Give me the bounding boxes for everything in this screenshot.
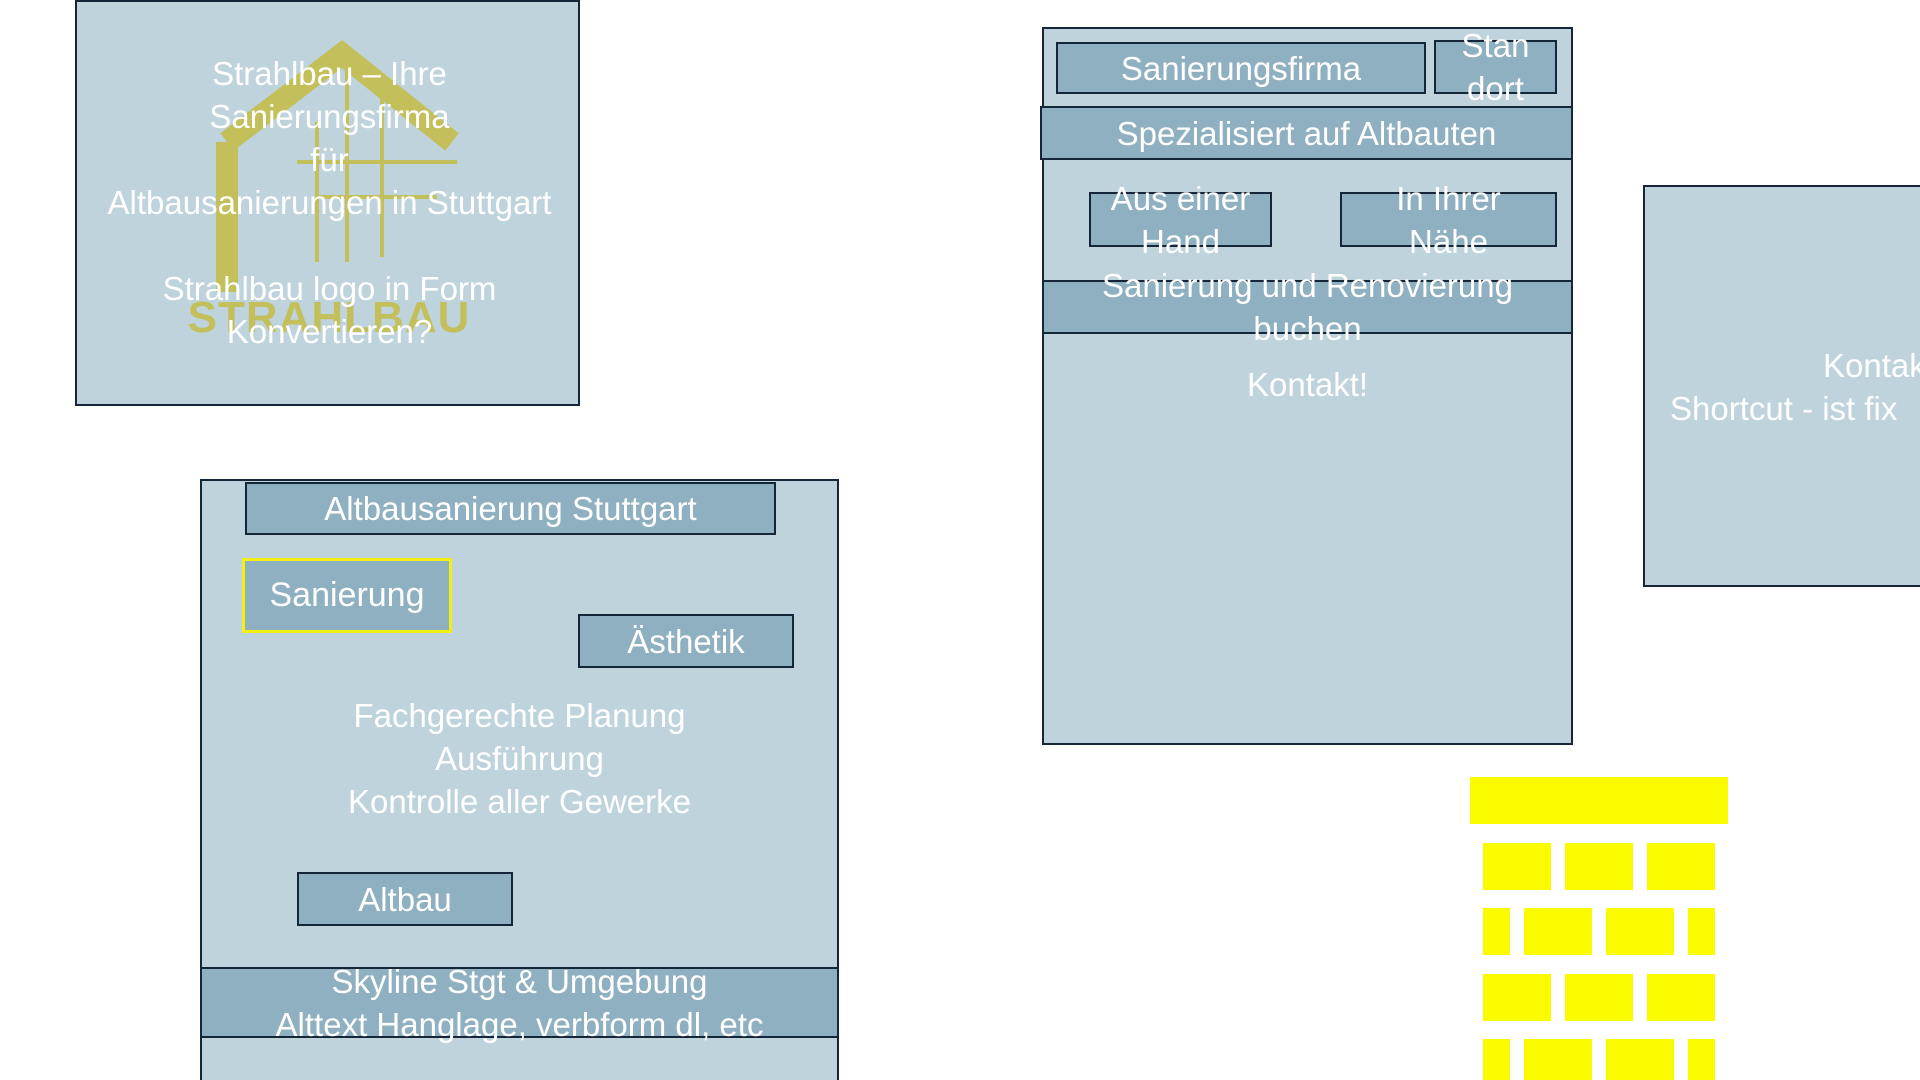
spezialisiert-band: Spezialisiert auf Altbauten <box>1040 106 1573 160</box>
sanierung-button[interactable]: Sanierung <box>242 558 452 633</box>
strahlbau-logo: STRAHLBAU <box>188 40 471 342</box>
altbau-button[interactable]: Altbau <box>297 872 513 926</box>
skyline-line: Skyline Stgt & Umgebung <box>331 962 708 1000</box>
house-icon <box>216 40 459 292</box>
sanierung-label: Sanierung <box>269 576 425 614</box>
altbausanierung-header[interactable]: Altbausanierung Stuttgart <box>245 482 776 535</box>
buchen-line: Sanierung und Renovierung <box>1102 267 1513 304</box>
altbausanierung-header-label: Altbausanierung Stuttgart <box>324 490 697 527</box>
body-line: Kontrolle aller Gewerke <box>348 783 691 820</box>
kontakt-shortcut-line: Shortcut - ist fix <box>1670 390 1898 427</box>
buchen-line: buchen <box>1253 310 1362 347</box>
title-line: Sanierungsfirma <box>209 98 450 135</box>
brick <box>1483 908 1510 955</box>
aus-einer-hand-line: Aus einer <box>1110 179 1251 217</box>
brick <box>1483 843 1551 890</box>
note-line: Konvertieren? <box>226 313 433 350</box>
brick <box>1483 1039 1510 1080</box>
standort-box[interactable]: Stan dort <box>1434 27 1557 107</box>
brick <box>1647 974 1715 1021</box>
brick <box>1524 908 1592 955</box>
brick <box>1565 974 1633 1021</box>
aus-einer-hand-line: Hand <box>1141 222 1220 260</box>
aus-einer-hand-label: Aus einer Hand <box>1111 177 1250 263</box>
aesthetik-button[interactable]: Ästhetik <box>578 614 794 668</box>
standort-line: dort <box>1467 70 1524 107</box>
brick-wall-icon <box>1468 777 1728 1080</box>
brick <box>1606 1039 1674 1080</box>
brick <box>1688 908 1715 955</box>
in-ihrer-naehe-label: In Ihrer Nähe <box>1396 177 1501 263</box>
logo-wordmark: STRAHLBAU <box>188 293 471 342</box>
aesthetik-label: Ästhetik <box>627 622 745 660</box>
title-line: Strahlbau – Ihre <box>212 55 447 92</box>
title-line: für <box>310 141 349 178</box>
brick <box>1688 1039 1715 1080</box>
skyline-line: Alttext Hanglage, verbform dl, etc <box>275 1005 764 1043</box>
brick <box>1483 974 1551 1021</box>
kontakt-shortcut-panel: Kontakt Shortcut - ist fix <box>1643 185 1920 587</box>
standort-line: Stan <box>1461 27 1530 64</box>
title-line: Altbausanierungen in Stuttgart <box>107 184 552 221</box>
kontakt-shortcut-line: Kontakt <box>1823 347 1920 384</box>
sanierungsfirma-label: Sanierungsfirma <box>1120 49 1362 87</box>
body-line: Ausführung <box>435 740 604 777</box>
brick <box>1647 843 1715 890</box>
note-line: Strahlbau logo in Form <box>162 270 497 307</box>
in-ihrer-naehe-line: In Ihrer <box>1396 179 1501 217</box>
brick <box>1606 908 1674 955</box>
skyline-band: Skyline Stgt & Umgebung Alttext Hanglage… <box>200 963 839 1043</box>
brick <box>1524 1039 1592 1080</box>
logo-panel: STRAHLBAU Strahlbau – Ihre Sanierungsfir… <box>75 0 580 406</box>
brick <box>1565 843 1633 890</box>
kontakt-text[interactable]: Kontakt! <box>1042 363 1573 406</box>
kontakt-label: Kontakt! <box>1246 366 1369 403</box>
logo-panel-title: Strahlbau – Ihre Sanierungsfirma für Alt… <box>77 52 582 224</box>
sanierungsfirma-box[interactable]: Sanierungsfirma <box>1056 42 1426 94</box>
in-ihrer-naehe-line: Nähe <box>1409 222 1488 260</box>
altbau-body-text: Fachgerechte Planung Ausführung Kontroll… <box>200 694 839 823</box>
brick <box>1470 777 1728 824</box>
body-line: Fachgerechte Planung <box>353 697 686 734</box>
standort-label: Stan dort <box>1462 24 1530 110</box>
logo-panel-note: Strahlbau logo in Form Konvertieren? <box>77 267 582 353</box>
kontakt-shortcut-text: Kontakt Shortcut - ist fix <box>1643 344 1920 430</box>
altbau-label: Altbau <box>358 880 452 918</box>
in-ihrer-naehe-box[interactable]: In Ihrer Nähe <box>1340 180 1557 260</box>
buchen-text: Sanierung und Renovierung buchen <box>1042 264 1573 350</box>
aus-einer-hand-box[interactable]: Aus einer Hand <box>1089 180 1272 260</box>
buchen-band[interactable] <box>1042 280 1573 334</box>
spezialisiert-label: Spezialisiert auf Altbauten <box>1116 114 1497 152</box>
